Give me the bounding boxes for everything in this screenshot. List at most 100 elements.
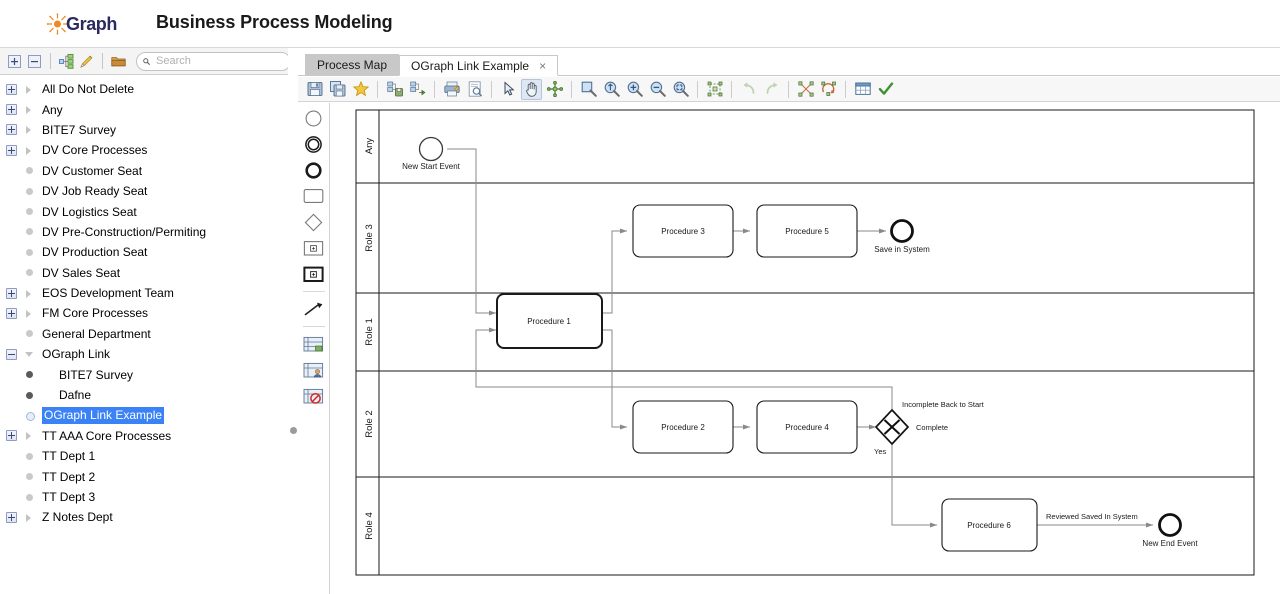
- auto-layout-icon[interactable]: [704, 79, 725, 100]
- intermediate-event-shape[interactable]: [301, 133, 327, 155]
- tree-item[interactable]: BITE7 Survey: [0, 120, 284, 140]
- task-shape[interactable]: [301, 185, 327, 207]
- zoom-out-icon[interactable]: [647, 79, 668, 100]
- node-procedure-2[interactable]: Procedure 2: [632, 400, 734, 454]
- tree-item[interactable]: TT Dept 2: [0, 466, 284, 486]
- tree-item[interactable]: DV Production Seat: [0, 242, 284, 262]
- connector-tool[interactable]: [301, 298, 327, 320]
- tree-item[interactable]: DV Job Ready Seat: [0, 181, 284, 201]
- tree-item[interactable]: EOS Development Team: [0, 283, 284, 303]
- start-event-shape[interactable]: [301, 107, 327, 129]
- edge-label-yes: Yes: [874, 447, 886, 456]
- tree-item[interactable]: TT Dept 3: [0, 487, 284, 507]
- tree-item[interactable]: DV Pre-Construction/Permiting: [0, 222, 284, 242]
- undo-icon[interactable]: [738, 79, 759, 100]
- tree-item[interactable]: FM Core Processes: [0, 303, 284, 323]
- tree-item[interactable]: Dafne: [0, 385, 284, 405]
- redo-icon[interactable]: [761, 79, 782, 100]
- flow-proc1-to-proc2[interactable]: [602, 329, 628, 430]
- zoom-in-icon[interactable]: [624, 79, 645, 100]
- collapsed-subprocess-shape[interactable]: [301, 263, 327, 285]
- node-end-event-new[interactable]: New End Event: [1142, 513, 1198, 549]
- expand-icon[interactable]: [6, 430, 17, 442]
- lane-label-role3: Role 3: [364, 224, 375, 251]
- expand-icon[interactable]: [6, 307, 17, 319]
- tree-item[interactable]: Any: [0, 99, 284, 119]
- diagram-canvas[interactable]: Any Role 3 Role 1 Role 2 Role 4: [330, 103, 1280, 594]
- tree-item[interactable]: OGraph Link Example: [0, 405, 284, 425]
- node-procedure-1[interactable]: Procedure 1: [496, 293, 603, 349]
- print-preview-icon[interactable]: [464, 79, 485, 100]
- gateway-shape[interactable]: [301, 211, 327, 233]
- tree-item[interactable]: TT AAA Core Processes: [0, 426, 284, 446]
- expand-icon[interactable]: [6, 144, 17, 156]
- tree-item[interactable]: Z Notes Dept: [0, 507, 284, 527]
- brand-logo[interactable]: Graph: [47, 7, 117, 41]
- tree-item[interactable]: TT Dept 1: [0, 446, 284, 466]
- panel-splitter[interactable]: [288, 48, 298, 594]
- tree-item[interactable]: DV Sales Seat: [0, 263, 284, 283]
- align-nodes-icon[interactable]: [795, 79, 816, 100]
- favorite-star-icon[interactable]: [350, 79, 371, 100]
- tree-item[interactable]: All Do Not Delete: [0, 79, 284, 99]
- zoom-actual-icon[interactable]: [601, 79, 622, 100]
- zoom-fit-icon[interactable]: [670, 79, 691, 100]
- print-icon[interactable]: [441, 79, 462, 100]
- tree-item[interactable]: BITE7 Survey: [0, 364, 284, 384]
- tree-item[interactable]: General Department: [0, 324, 284, 344]
- subprocess-shape[interactable]: [301, 237, 327, 259]
- tree-item-label: Any: [42, 102, 63, 117]
- save-diagram-icon[interactable]: [384, 79, 405, 100]
- flow-proc1-to-proc3[interactable]: [602, 228, 628, 314]
- delete-lane-tool[interactable]: [301, 385, 327, 407]
- zoom-region-icon[interactable]: [578, 79, 599, 100]
- select-pointer-icon[interactable]: [498, 79, 519, 100]
- expand-icon[interactable]: [6, 83, 17, 95]
- splitter-handle[interactable]: [290, 427, 297, 434]
- node-procedure-6[interactable]: Procedure 6: [941, 498, 1038, 552]
- tab-ograph-link-example[interactable]: OGraph Link Example×: [399, 55, 559, 76]
- pan-hand-icon[interactable]: [521, 78, 542, 100]
- node-end-event-save[interactable]: Save in System: [874, 219, 930, 255]
- save-copy-icon[interactable]: [327, 79, 348, 100]
- tab-process-map[interactable]: Process Map: [305, 54, 400, 75]
- tree-item[interactable]: OGraph Link: [0, 344, 284, 364]
- node-procedure-3[interactable]: Procedure 3: [632, 204, 734, 258]
- tree-item[interactable]: DV Customer Seat: [0, 161, 284, 181]
- flow-gateway-to-proc6[interactable]: [891, 443, 938, 528]
- tree-item[interactable]: DV Logistics Seat: [0, 201, 284, 221]
- grid-table-icon[interactable]: [852, 79, 873, 100]
- collapse-all-icon[interactable]: [26, 52, 43, 71]
- export-diagram-icon[interactable]: [407, 79, 428, 100]
- node-procedure-4[interactable]: Procedure 4: [756, 400, 858, 454]
- tree-item[interactable]: DV Core Processes: [0, 140, 284, 160]
- hierarchy-icon[interactable]: [58, 52, 75, 71]
- folder-icon[interactable]: [110, 52, 127, 71]
- expand-all-icon[interactable]: [6, 52, 23, 71]
- node-procedure-5[interactable]: Procedure 5: [756, 204, 858, 258]
- node-gateway-complete[interactable]: Complete: [874, 408, 948, 446]
- pencil-icon[interactable]: [78, 52, 95, 71]
- move-icon[interactable]: [544, 79, 565, 100]
- rotate-layout-icon[interactable]: [818, 79, 839, 100]
- participant-lane-tool[interactable]: [301, 359, 327, 381]
- dot-grey-icon: [24, 165, 35, 176]
- brand-wordmark: Graph: [65, 13, 117, 34]
- end-event-shape[interactable]: [301, 159, 327, 181]
- validate-check-icon[interactable]: [875, 79, 896, 100]
- pool-lane-tool[interactable]: [301, 333, 327, 355]
- expand-icon[interactable]: [6, 124, 17, 136]
- save-icon[interactable]: [304, 79, 325, 100]
- toolbar-divider: [377, 80, 378, 98]
- expand-icon[interactable]: [6, 104, 17, 116]
- search-box[interactable]: [136, 51, 292, 71]
- expand-icon[interactable]: [6, 287, 17, 299]
- node-start-event[interactable]: New Start Event: [402, 136, 461, 172]
- expand-icon[interactable]: [6, 511, 17, 523]
- search-input[interactable]: [154, 54, 285, 68]
- flow-start-to-proc1[interactable]: [447, 148, 497, 316]
- flow-gateway-loop-back[interactable]: [475, 327, 893, 411]
- close-icon[interactable]: ×: [539, 58, 547, 73]
- collapse-icon[interactable]: [6, 348, 17, 360]
